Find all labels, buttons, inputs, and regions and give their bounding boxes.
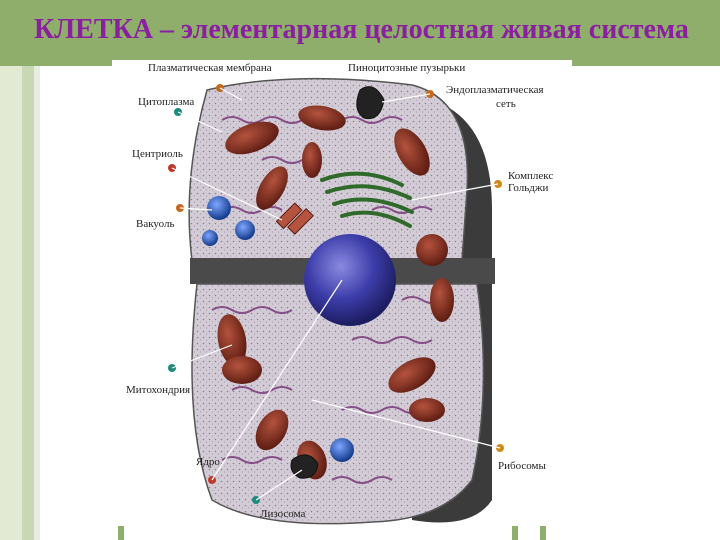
label-er-line1: Эндоплазматическая bbox=[446, 84, 544, 96]
centriole bbox=[275, 202, 314, 235]
slide-title: КЛЕТКА – элементарная целостная живая си… bbox=[34, 14, 689, 45]
golgi-complex bbox=[320, 171, 414, 228]
vacuole bbox=[202, 230, 218, 246]
decor-mark bbox=[540, 526, 546, 540]
label-golgi-line1: Комплекс bbox=[508, 170, 554, 182]
leader-lines bbox=[171, 87, 501, 501]
label-plasma-membrane: Плазматическая мембрана bbox=[148, 62, 272, 74]
label-golgi-line2: Гольджи bbox=[508, 182, 549, 194]
nucleus bbox=[304, 234, 396, 326]
cell-diagram: Плазматическая мембрана Пиноцитозные пуз… bbox=[112, 60, 572, 526]
vacuole bbox=[207, 196, 231, 220]
decor-stripe bbox=[22, 66, 34, 540]
label-vacuole: Вакуоль bbox=[136, 218, 175, 230]
label-er-line2: сеть bbox=[496, 98, 516, 110]
label-centriole: Центриоль bbox=[132, 148, 183, 160]
cell-illustration bbox=[168, 77, 504, 525]
decor-mark bbox=[118, 526, 124, 540]
label-pinocytic-vesicles: Пиноцитозные пузырьки bbox=[348, 62, 466, 74]
label-cytoplasm: Цитоплазма bbox=[138, 96, 195, 108]
vacuole bbox=[330, 438, 354, 462]
cell-lower bbox=[191, 283, 485, 525]
vacuole bbox=[235, 220, 255, 240]
title-bar bbox=[0, 0, 720, 66]
decor-mark bbox=[512, 526, 518, 540]
decor-stripe bbox=[34, 66, 40, 540]
endoplasmic-reticulum bbox=[211, 116, 443, 484]
label-mitochondria: Митохондрия bbox=[126, 384, 191, 396]
label-nucleus: Ядро bbox=[196, 456, 220, 468]
pinocytic-vesicle bbox=[356, 86, 385, 120]
label-lysosome: Лизосома bbox=[260, 508, 306, 520]
decor-stripe bbox=[0, 66, 22, 540]
label-ribosomes: Рибосомы bbox=[498, 460, 546, 472]
